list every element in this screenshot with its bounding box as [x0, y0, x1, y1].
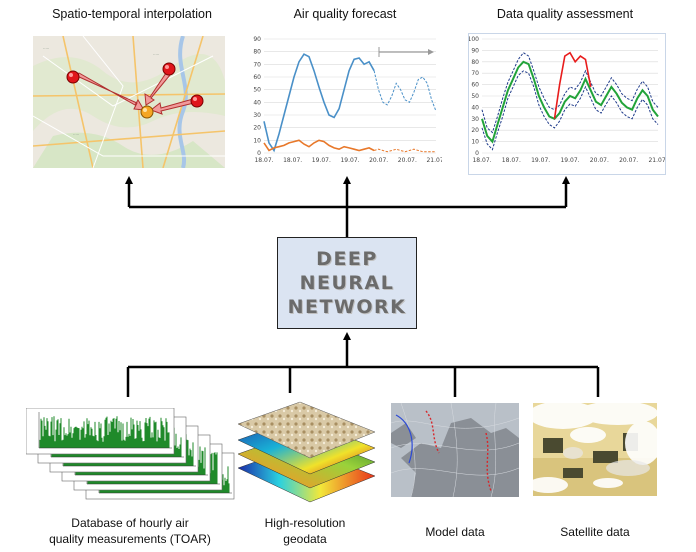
- deep-neural-network-box: DEEP NEURAL NETWORK: [277, 237, 417, 329]
- series-line-0: [263, 53, 375, 153]
- dnn-label-neural: NEURAL: [299, 272, 395, 294]
- interp-arrow-east: [149, 98, 195, 115]
- y-tick-label: 0: [475, 150, 479, 157]
- geodata-layer-top: [237, 401, 376, 459]
- caption-model: Model data: [425, 525, 485, 539]
- y-tick-label: 30: [253, 112, 261, 119]
- caption-geodata: High-resolution geodata: [250, 515, 360, 547]
- y-tick-label: 80: [253, 49, 261, 56]
- dnn-label-deep: DEEP: [316, 248, 378, 270]
- caption-toar: Database of hourly air quality measureme…: [40, 515, 220, 547]
- svg-text:·····: ·····: [73, 132, 79, 137]
- toar-panel: [26, 408, 175, 455]
- y-tick-label: 100: [468, 36, 479, 43]
- y-tick-label: 10: [471, 139, 479, 146]
- x-tick-label: 21.07.: [648, 157, 666, 164]
- station-markers: [66, 62, 204, 119]
- geodata-layers: [237, 401, 376, 503]
- y-tick-label: 90: [253, 36, 261, 43]
- y-tick-label: 60: [471, 82, 479, 89]
- y-tick-label: 50: [471, 93, 479, 100]
- y-tick-label: 90: [471, 47, 479, 54]
- y-tick-label: 80: [471, 59, 479, 66]
- y-tick-label: 40: [471, 104, 479, 111]
- input-connectors: [126, 332, 600, 397]
- caption-satellite: Satellite data: [560, 525, 630, 539]
- title-forecast: Air quality forecast: [293, 7, 397, 21]
- interpolation-map: ····· ····· ·····: [33, 36, 225, 168]
- x-tick-label: 19.07.: [531, 157, 550, 164]
- x-tick-label: 18.07.: [472, 157, 491, 164]
- x-tick-label: 21.07.: [426, 157, 442, 164]
- caption-geodata-line2: geodata: [283, 532, 327, 546]
- series-line-2: [481, 70, 659, 151]
- dnn-label-network: NETWORK: [287, 296, 407, 318]
- y-tick-label: 40: [253, 99, 261, 106]
- y-tick-label: 50: [253, 87, 261, 94]
- y-tick-label: 0: [257, 150, 261, 157]
- title-interpolation: Spatio-temporal interpolation: [52, 7, 212, 21]
- series-line-0: [481, 60, 659, 144]
- toar-timeseries-stack: [26, 408, 235, 500]
- svg-text:·····: ·····: [153, 52, 159, 57]
- x-tick-label: 18.07.: [283, 157, 302, 164]
- series-line-1: [481, 52, 659, 134]
- x-tick-label: 20.07.: [398, 157, 417, 164]
- y-tick-label: 20: [471, 127, 479, 134]
- model-data-map: [391, 403, 519, 497]
- y-tick-label: 60: [253, 74, 261, 81]
- satellite-data-image: [533, 403, 657, 496]
- y-tick-label: 70: [253, 61, 261, 68]
- x-tick-label: 18.07.: [502, 157, 521, 164]
- y-tick-label: 70: [471, 70, 479, 77]
- output-connectors: [125, 176, 570, 237]
- series-line-2: [263, 139, 375, 152]
- assessment-chart: 0 10 20 30 40 50 60 70 80 90 100 18.07. 18.07. 19.07.…: [468, 33, 666, 175]
- title-assessment: Data quality assessment: [496, 7, 634, 21]
- x-tick-label: 19.07.: [560, 157, 579, 164]
- x-tick-label: 19.07.: [340, 157, 359, 164]
- assessment-frame: [468, 33, 666, 175]
- y-tick-label: 30: [471, 116, 479, 123]
- x-tick-label: 20.07.: [590, 157, 609, 164]
- series-line-3: [373, 148, 436, 153]
- y-tick-label: 10: [253, 137, 261, 144]
- caption-geodata-line1: High-resolution: [264, 516, 346, 530]
- svg-text:·····: ·····: [43, 46, 49, 51]
- x-tick-label: 20.07.: [369, 157, 388, 164]
- caption-toar-line2: quality measurements (TOAR): [49, 532, 211, 546]
- x-tick-label: 18.07.: [254, 157, 273, 164]
- interp-arrow-north: [144, 72, 171, 106]
- series-line-3: [553, 51, 592, 119]
- caption-toar-line1: Database of hourly air: [71, 516, 189, 530]
- series-line-1: [373, 70, 437, 112]
- y-tick-label: 20: [253, 125, 261, 132]
- forecast-chart: 0 10 20 30 40 50 60 70 80 90 18.07. 18.07. 19.07. 19.…: [253, 36, 442, 164]
- x-tick-label: 19.07.: [312, 157, 331, 164]
- interp-arrow-west: [76, 72, 145, 111]
- x-tick-label: 20.07.: [619, 157, 638, 164]
- forecast-horizon-arrowhead: [428, 49, 434, 55]
